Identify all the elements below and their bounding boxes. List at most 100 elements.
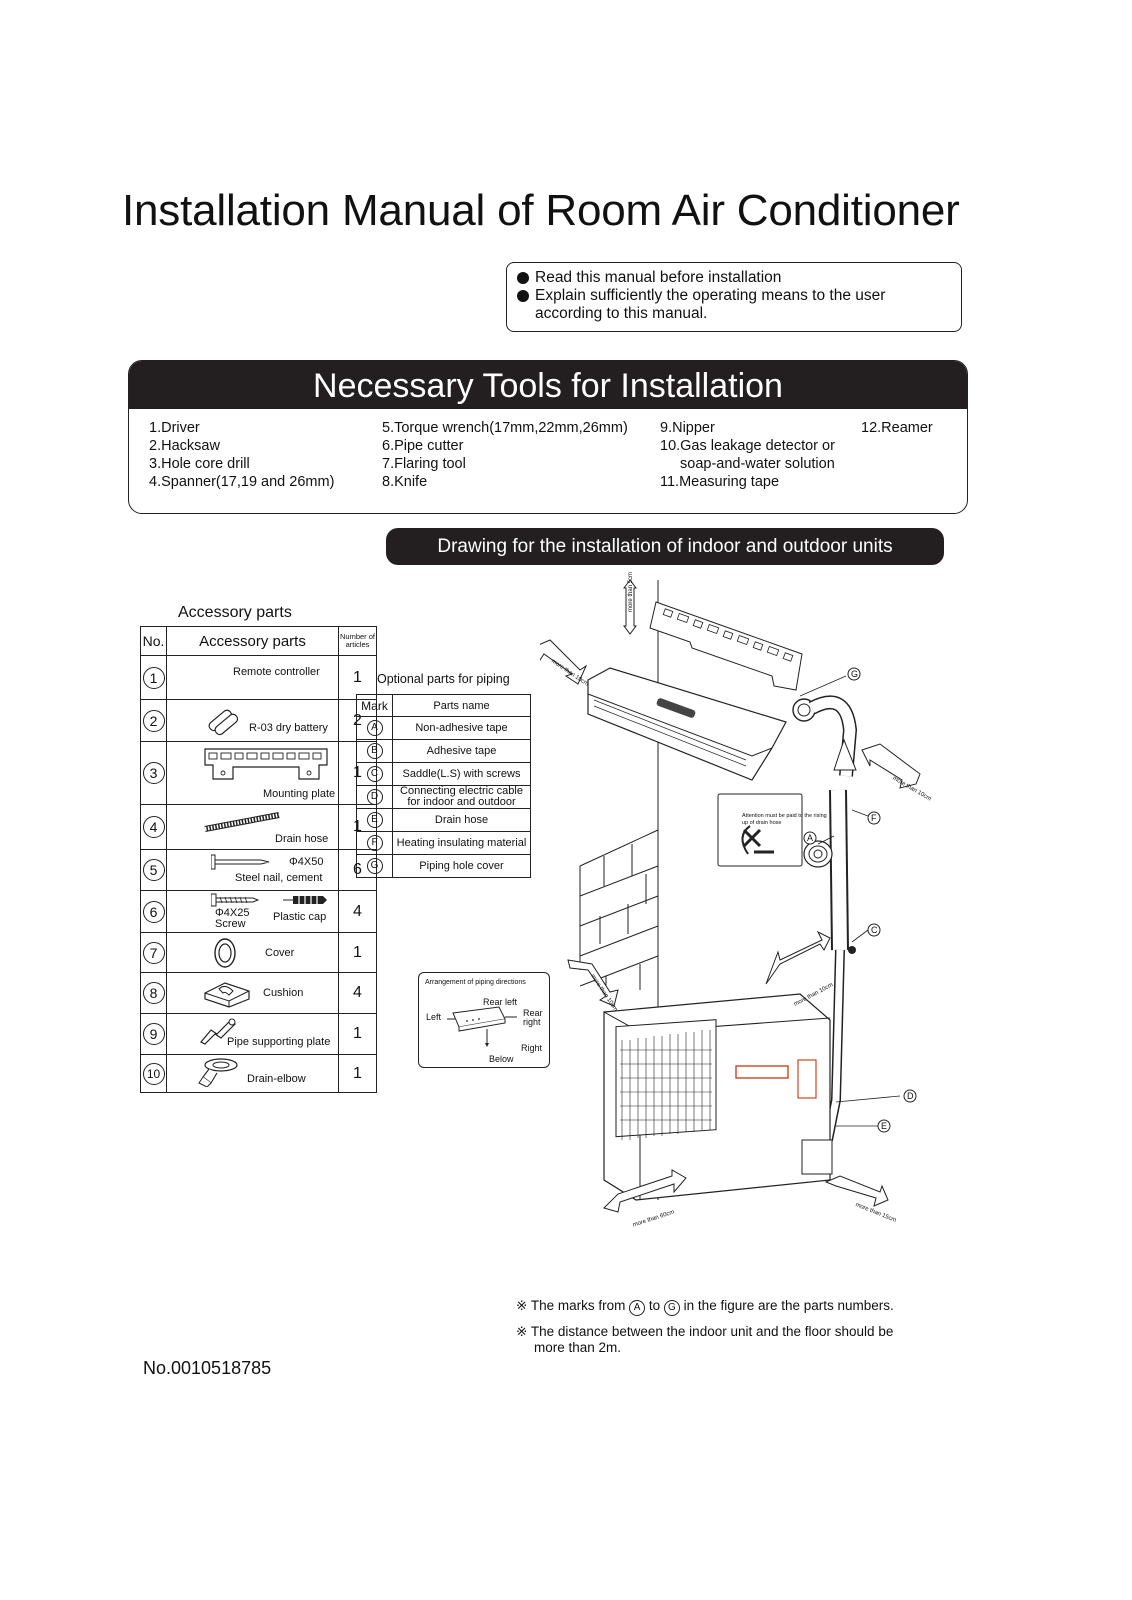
mark-E: E [881, 1121, 888, 1131]
table-row: E Drain hose [356, 808, 531, 832]
part-name: Remote controller [233, 666, 320, 678]
table-row: 8 Cushion 4 [140, 972, 377, 1014]
arrow-icon [623, 580, 637, 635]
note-text: The distance between the indoor unit and… [530, 1324, 894, 1339]
table-row: A Non-adhesive tape [356, 716, 531, 740]
part-name: Saddle(L.S) with screws [392, 762, 531, 786]
tool-item: 7.Flaring tool [382, 456, 466, 472]
notice-continuation: according to this manual. [535, 305, 708, 322]
row-number: 10 [142, 1062, 165, 1085]
part-type: Screw [215, 918, 246, 930]
label-attention: Attention must be paid to the rising up … [742, 813, 827, 826]
arrow-icon [765, 930, 831, 985]
label-rear-left: Rear left [483, 997, 518, 1007]
mark-badge: B [366, 743, 383, 759]
accessory-table: No. Accessory parts Number of articles 1… [140, 626, 377, 1093]
mark-badge: C [366, 766, 383, 782]
note-mark-a: A [629, 1300, 646, 1316]
part-name: Piping hole cover [392, 854, 531, 878]
drain-hose-icon [204, 812, 280, 832]
row-number: 7 [142, 941, 165, 964]
part-name: Drain-elbow [247, 1073, 306, 1085]
arrow-icon [824, 1175, 889, 1207]
page-title: Installation Manual of Room Air Conditio… [122, 186, 960, 235]
bullet-icon [517, 290, 529, 302]
part-name: Connecting electric cable [400, 785, 523, 797]
part-name: Drain hose [275, 833, 329, 845]
mark-F: F [871, 813, 877, 823]
tool-item: 2.Hacksaw [149, 438, 220, 454]
mark-badge: E [366, 812, 383, 828]
optional-title: Optional parts for piping [377, 672, 510, 686]
tool-item: 10.Gas leakage detector or [660, 438, 835, 454]
tool-item: 9.Nipper [660, 420, 715, 436]
header-count: Number of articles [338, 626, 377, 656]
part-size: Φ4X50 [289, 856, 324, 868]
row-number: 9 [142, 1023, 165, 1045]
table-row: 10 Drain-elbow 1 [140, 1054, 377, 1093]
tool-item: 3.Hole core drill [149, 456, 250, 472]
notice-item: Explain sufficiently the operating means… [535, 287, 886, 304]
mark-badge: G [366, 858, 383, 874]
part-name: Cushion [263, 987, 304, 999]
battery-icon [208, 709, 239, 736]
header-name: Parts name [392, 694, 531, 717]
table-header-row: Mark Parts name [356, 694, 531, 717]
drawing-banner: Drawing for the installation of indoor a… [386, 528, 944, 565]
header-no: No. [140, 626, 167, 656]
header-mark: Mark [356, 694, 393, 717]
table-row: 9 Pipe supporting plate 1 [140, 1013, 377, 1055]
table-row: C Saddle(L.S) with screws [356, 762, 531, 786]
part-count: 1 [338, 932, 377, 973]
arrow-icon [861, 743, 921, 789]
tools-column-4: 12.Reamer [861, 419, 933, 437]
tools-heading: Necessary Tools for Installation [129, 361, 967, 409]
header-parts: Accessory parts [166, 626, 339, 656]
tool-item: 5.Torque wrench(17mm,22mm,26mm) [382, 420, 628, 436]
piping-directions-title: Arrangement of piping directions [425, 979, 526, 986]
installation-diagram [540, 580, 921, 1213]
tool-item: 1.Driver [149, 420, 200, 436]
mark-D: D [907, 1091, 914, 1101]
pipe-plate-icon [200, 1018, 236, 1045]
mark-C: C [871, 925, 878, 935]
part-name: R-03 dry battery [249, 722, 328, 734]
note-text: more than 2m. [534, 1340, 622, 1355]
drain-elbow-icon [198, 1058, 238, 1087]
tools-column-1: 1.Driver 2.Hacksaw 3.Hole core drill 4.S… [149, 419, 334, 491]
mark-badge: F [366, 835, 383, 851]
table-row: 5 Φ4X50 Steel nail, cement 6 [140, 849, 377, 891]
notice-box: Read this manual before installation Exp… [506, 262, 962, 332]
bullet-icon [517, 272, 529, 284]
note-symbol: ※ [516, 1324, 528, 1339]
mark-badge: D [366, 789, 383, 805]
note-2: ※ The distance between the indoor unit a… [516, 1324, 893, 1356]
wall-mounting-plate [649, 601, 803, 691]
table-row: G Piping hole cover [356, 854, 531, 878]
part-count: 1 [338, 1013, 377, 1055]
table-row: 1 Remote controller 1 [140, 655, 377, 700]
arrow-icon [567, 959, 619, 1007]
table-header-row: No. Accessory parts Number of articles [140, 626, 377, 656]
part-name: Non-adhesive tape [392, 716, 531, 740]
row-number: 5 [142, 859, 165, 881]
part-name: Plastic cap [273, 911, 327, 923]
optional-table: Mark Parts name A Non-adhesive tape B Adhe… [356, 694, 531, 878]
table-row: B Adhesive tape [356, 739, 531, 763]
arrow-icon [603, 1169, 687, 1213]
accessory-title: Accessory parts [178, 604, 292, 621]
label-below: Below [489, 1054, 514, 1064]
tool-item: 12.Reamer [861, 420, 933, 436]
table-row: 6 Φ4X25 Screw Plastic cap 4 [140, 890, 377, 933]
note-text: to [648, 1298, 661, 1313]
row-number: 8 [142, 982, 165, 1004]
part-name: Adhesive tape [392, 739, 531, 763]
tool-item: 4.Spanner(17,19 and 26mm) [149, 474, 335, 490]
mark-badge: A [366, 720, 383, 736]
saddle-icon [848, 946, 856, 954]
notice-item: Read this manual before installation [535, 269, 782, 286]
piping-directions-box: Arrangement of piping directions Rear le… [418, 972, 550, 1068]
note-text: in the figure are the parts numbers. [683, 1298, 894, 1313]
row-number: 2 [142, 709, 165, 732]
part-name: Drain hose [392, 808, 531, 832]
